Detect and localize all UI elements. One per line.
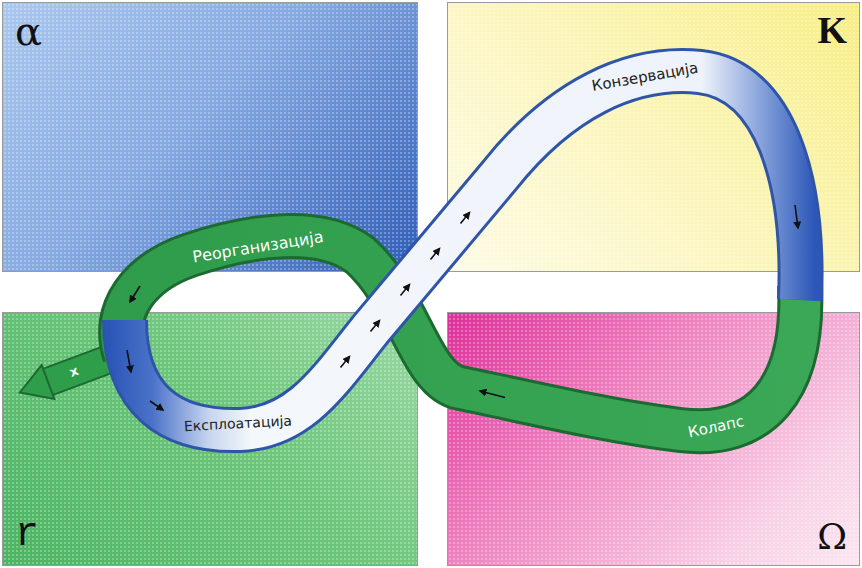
flow-arrow [371,321,380,332]
white-band [125,71,801,430]
flow-arrows [127,205,798,410]
flow-arrow [461,213,470,224]
flow-arrow [401,285,410,296]
exit-mark: x [68,364,81,380]
flow-arrow [127,350,131,372]
quadrant-panel: K [447,2,860,272]
quadrant-panel: r [2,312,418,566]
tail-arrowhead [20,365,54,399]
quadrant-panel: Ω [447,312,860,566]
phase-label: Колапс [687,413,746,441]
flow-arrow [795,205,798,228]
phase-symbol: Ω [817,519,847,555]
white-band-outline [125,71,801,430]
phase-label: Експлоатација [184,413,293,434]
phase-label: Конзервација [591,60,700,95]
exit-tail [20,352,128,399]
green-band-fill [121,236,800,431]
tail-band [45,352,128,383]
phase-symbol: r [15,515,39,555]
phase-symbol: α [15,11,42,51]
green-band [121,236,800,431]
phase-label: Реорганизација [191,228,324,266]
flow-arrow [150,401,163,410]
flow-arrow [341,357,350,368]
flow-arrow [130,286,140,302]
flow-arrow [480,391,505,398]
green-band-outline [121,236,800,431]
phase-symbol: K [817,11,847,49]
tail-outline [45,352,128,383]
white-band-fill [125,71,801,430]
flow-arrow [431,249,440,260]
quadrant-panel: α [2,2,418,272]
